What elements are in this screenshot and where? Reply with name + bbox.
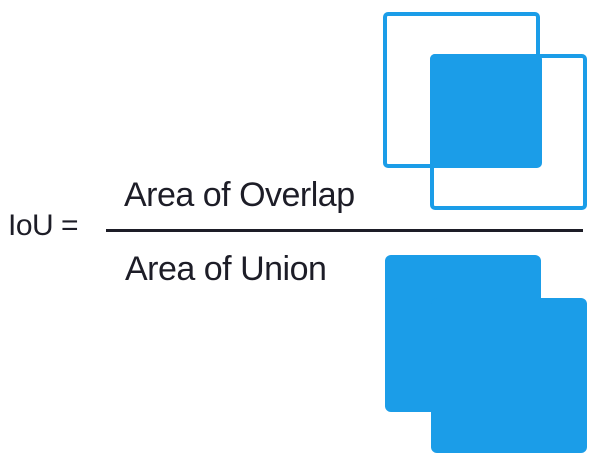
fraction-bar	[106, 229, 583, 232]
area-of-overlap-label: Area of Overlap	[124, 176, 355, 214]
iou-equals-label: IoU =	[8, 209, 79, 242]
intersection-fill-icon	[430, 54, 542, 168]
union-box-b-icon	[431, 298, 587, 453]
area-of-union-label: Area of Union	[125, 250, 327, 288]
